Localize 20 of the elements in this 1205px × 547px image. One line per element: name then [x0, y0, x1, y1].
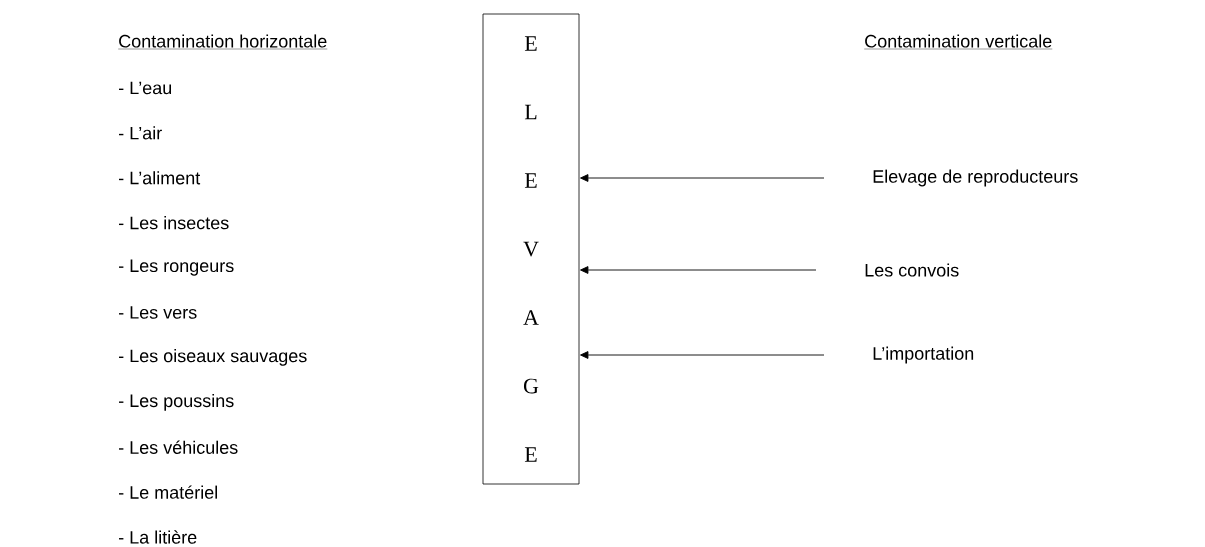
list-item: - L’eau [119, 81, 172, 95]
list-item: - Le matériel [119, 485, 217, 499]
heading: Contamination verticale [864, 34, 1053, 50]
arrow [580, 266, 817, 274]
letter-box: E L E V A G E [482, 13, 580, 485]
arrow [580, 174, 825, 182]
arrow [580, 351, 825, 359]
list-item: - Les vers [119, 306, 197, 319]
source-label: Les convois [865, 263, 959, 277]
list-item: - Les oiseaux sauvages [119, 349, 307, 366]
source-label: Elevage de reproducteurs [873, 169, 1078, 187]
source-label: L’importation [873, 346, 974, 364]
list-item: - Les rongeurs [119, 259, 234, 276]
list-item: - Les insectes [119, 216, 229, 230]
list-item: - Les véhicules [119, 440, 238, 454]
list-item: - L’aliment [119, 171, 201, 185]
heading: Contamination horizontale [118, 34, 328, 50]
list-item: - Les poussins [119, 393, 234, 411]
list-item: - La litière [119, 530, 197, 544]
list-item: - L’air [119, 126, 162, 140]
